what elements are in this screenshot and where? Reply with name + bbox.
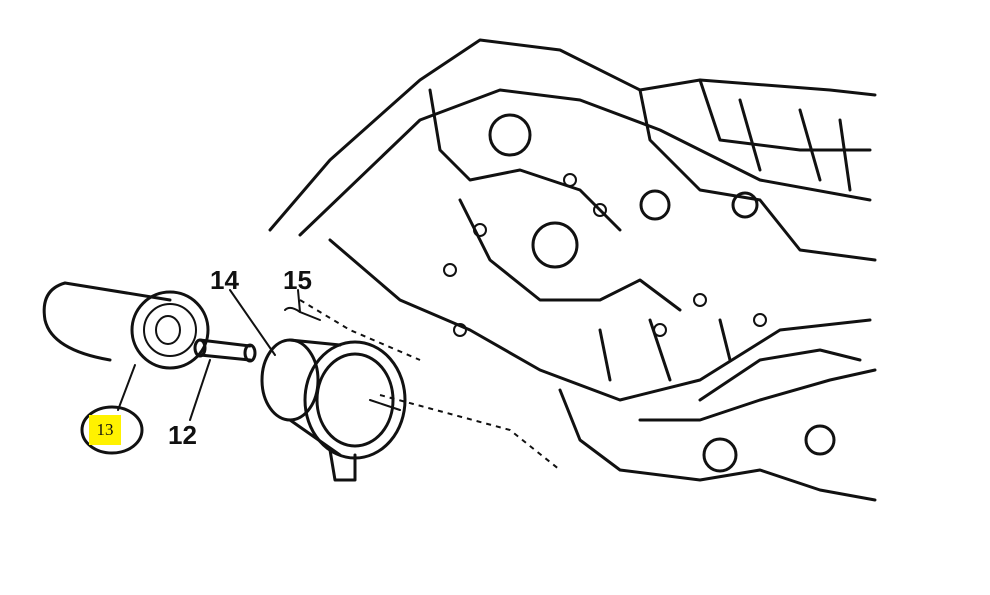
leader-lines bbox=[117, 289, 301, 421]
callout-13-label: 13 bbox=[96, 420, 114, 439]
callout-15-label: 15 bbox=[283, 265, 312, 295]
callout-14-label: 14 bbox=[210, 265, 239, 295]
filter-housing-drawing bbox=[260, 306, 407, 482]
callout-13-circle bbox=[80, 405, 144, 455]
oil-filter-drawing bbox=[42, 281, 210, 370]
callout-13-highlight[interactable]: 13 bbox=[89, 415, 121, 445]
engine-block-drawing bbox=[268, 38, 877, 502]
threaded-stud-drawing bbox=[193, 338, 257, 363]
callout-12-label: 12 bbox=[168, 420, 197, 450]
